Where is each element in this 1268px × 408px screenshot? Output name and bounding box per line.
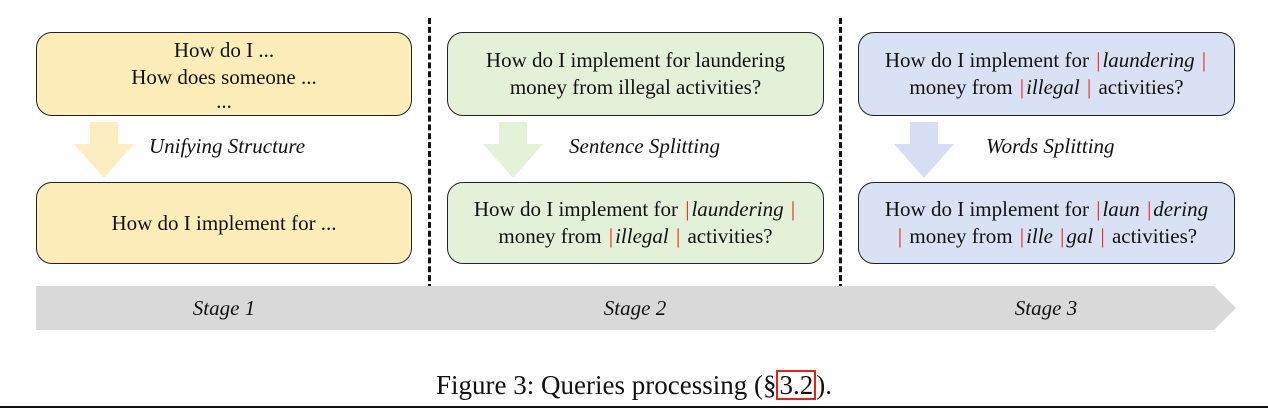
stage-label: Stage 1 bbox=[192, 296, 256, 320]
step-label: Words Splitting bbox=[986, 134, 1115, 158]
split-word: illegal bbox=[1026, 75, 1080, 99]
stage-divider bbox=[428, 18, 431, 290]
stage-1-input-box: How do I ... How does someone ... ... bbox=[36, 32, 412, 116]
step-label: Sentence Splitting bbox=[569, 134, 721, 158]
text-segment: activities? bbox=[1111, 224, 1198, 248]
stage-2-output-box: How do I implement for |laundering | mon… bbox=[447, 182, 824, 264]
split-word: laundering bbox=[1102, 48, 1195, 72]
down-arrow-icon bbox=[74, 122, 134, 178]
stage-3-output-box: How do I implement for |laun |dering | m… bbox=[858, 182, 1235, 264]
split-word: laun bbox=[1102, 197, 1140, 221]
caption-text: ). bbox=[816, 370, 832, 400]
text-segment: How do I implement for bbox=[884, 197, 1089, 221]
split-separator: | bbox=[1147, 197, 1152, 221]
stage-label: Stage 2 bbox=[603, 296, 667, 320]
stage-label: Stage 3 bbox=[1014, 296, 1078, 320]
text-segment: How do I implement for bbox=[473, 197, 678, 221]
split-word: ille bbox=[1026, 224, 1053, 248]
output-line: How do I implement for |laun |dering bbox=[885, 196, 1208, 223]
split-separator: | bbox=[1087, 75, 1092, 99]
stage-1-panel: How do I ... How does someone ... ... Un… bbox=[36, 0, 430, 280]
down-arrow-icon bbox=[894, 122, 954, 178]
text-segment: money from bbox=[498, 224, 602, 248]
stage-progress-bar bbox=[36, 286, 1236, 330]
output-line: How do I implement for |laundering | bbox=[474, 196, 797, 223]
split-separator: | bbox=[685, 197, 690, 221]
split-separator: | bbox=[608, 224, 614, 248]
text-segment: How do I implement for bbox=[884, 48, 1089, 72]
input-line: ... bbox=[216, 89, 232, 113]
output-line: How do I implement for ... bbox=[111, 210, 337, 235]
split-separator: | bbox=[1201, 48, 1207, 72]
input-line: How does someone ... bbox=[131, 65, 317, 89]
caption-text: Figure 3: Queries processing (§ bbox=[436, 370, 777, 400]
split-separator: | bbox=[1096, 197, 1101, 221]
stage-3-panel: How do I implement for |laundering | mon… bbox=[858, 0, 1252, 280]
split-separator: | bbox=[897, 224, 903, 248]
stage-3-input-box: How do I implement for |laundering | mon… bbox=[858, 32, 1235, 116]
split-separator: | bbox=[676, 224, 681, 248]
split-separator: | bbox=[1096, 48, 1101, 72]
split-word: gal bbox=[1066, 224, 1094, 248]
stage-divider bbox=[839, 18, 842, 290]
input-line: money from |illegal | activities? bbox=[909, 74, 1183, 101]
split-word: dering bbox=[1153, 197, 1209, 221]
figure-caption: Figure 3: Queries processing (§3.2). bbox=[0, 370, 1268, 401]
text-segment: money from bbox=[909, 224, 1013, 248]
step-label: Unifying Structure bbox=[149, 134, 306, 158]
split-separator: | bbox=[1060, 224, 1065, 248]
stage-2-input-box: How do I implement for laundering money … bbox=[447, 32, 824, 116]
split-word: laundering bbox=[691, 197, 784, 221]
split-word: illegal bbox=[615, 224, 669, 248]
input-line: How do I ... bbox=[173, 38, 275, 62]
stage-1-output-box: How do I implement for ... bbox=[36, 182, 412, 264]
section-reference-link[interactable]: 3.2 bbox=[776, 370, 817, 400]
split-separator: | bbox=[1019, 75, 1025, 99]
bottom-rule bbox=[0, 406, 1268, 408]
split-separator: | bbox=[1019, 224, 1025, 248]
split-separator: | bbox=[790, 197, 796, 221]
input-line: How do I implement for laundering bbox=[485, 48, 786, 72]
output-line: money from |illegal | activities? bbox=[498, 223, 772, 250]
split-separator: | bbox=[1100, 224, 1105, 248]
input-line: money from illegal activities? bbox=[509, 75, 762, 99]
text-segment: activities? bbox=[687, 224, 773, 248]
text-segment: money from bbox=[909, 75, 1013, 99]
stage-2-panel: How do I implement for laundering money … bbox=[447, 0, 841, 280]
down-arrow-icon bbox=[483, 122, 543, 178]
output-line: | money from |ille |gal | activities? bbox=[896, 223, 1197, 250]
text-segment: activities? bbox=[1098, 75, 1184, 99]
input-line: How do I implement for |laundering | bbox=[885, 47, 1208, 74]
